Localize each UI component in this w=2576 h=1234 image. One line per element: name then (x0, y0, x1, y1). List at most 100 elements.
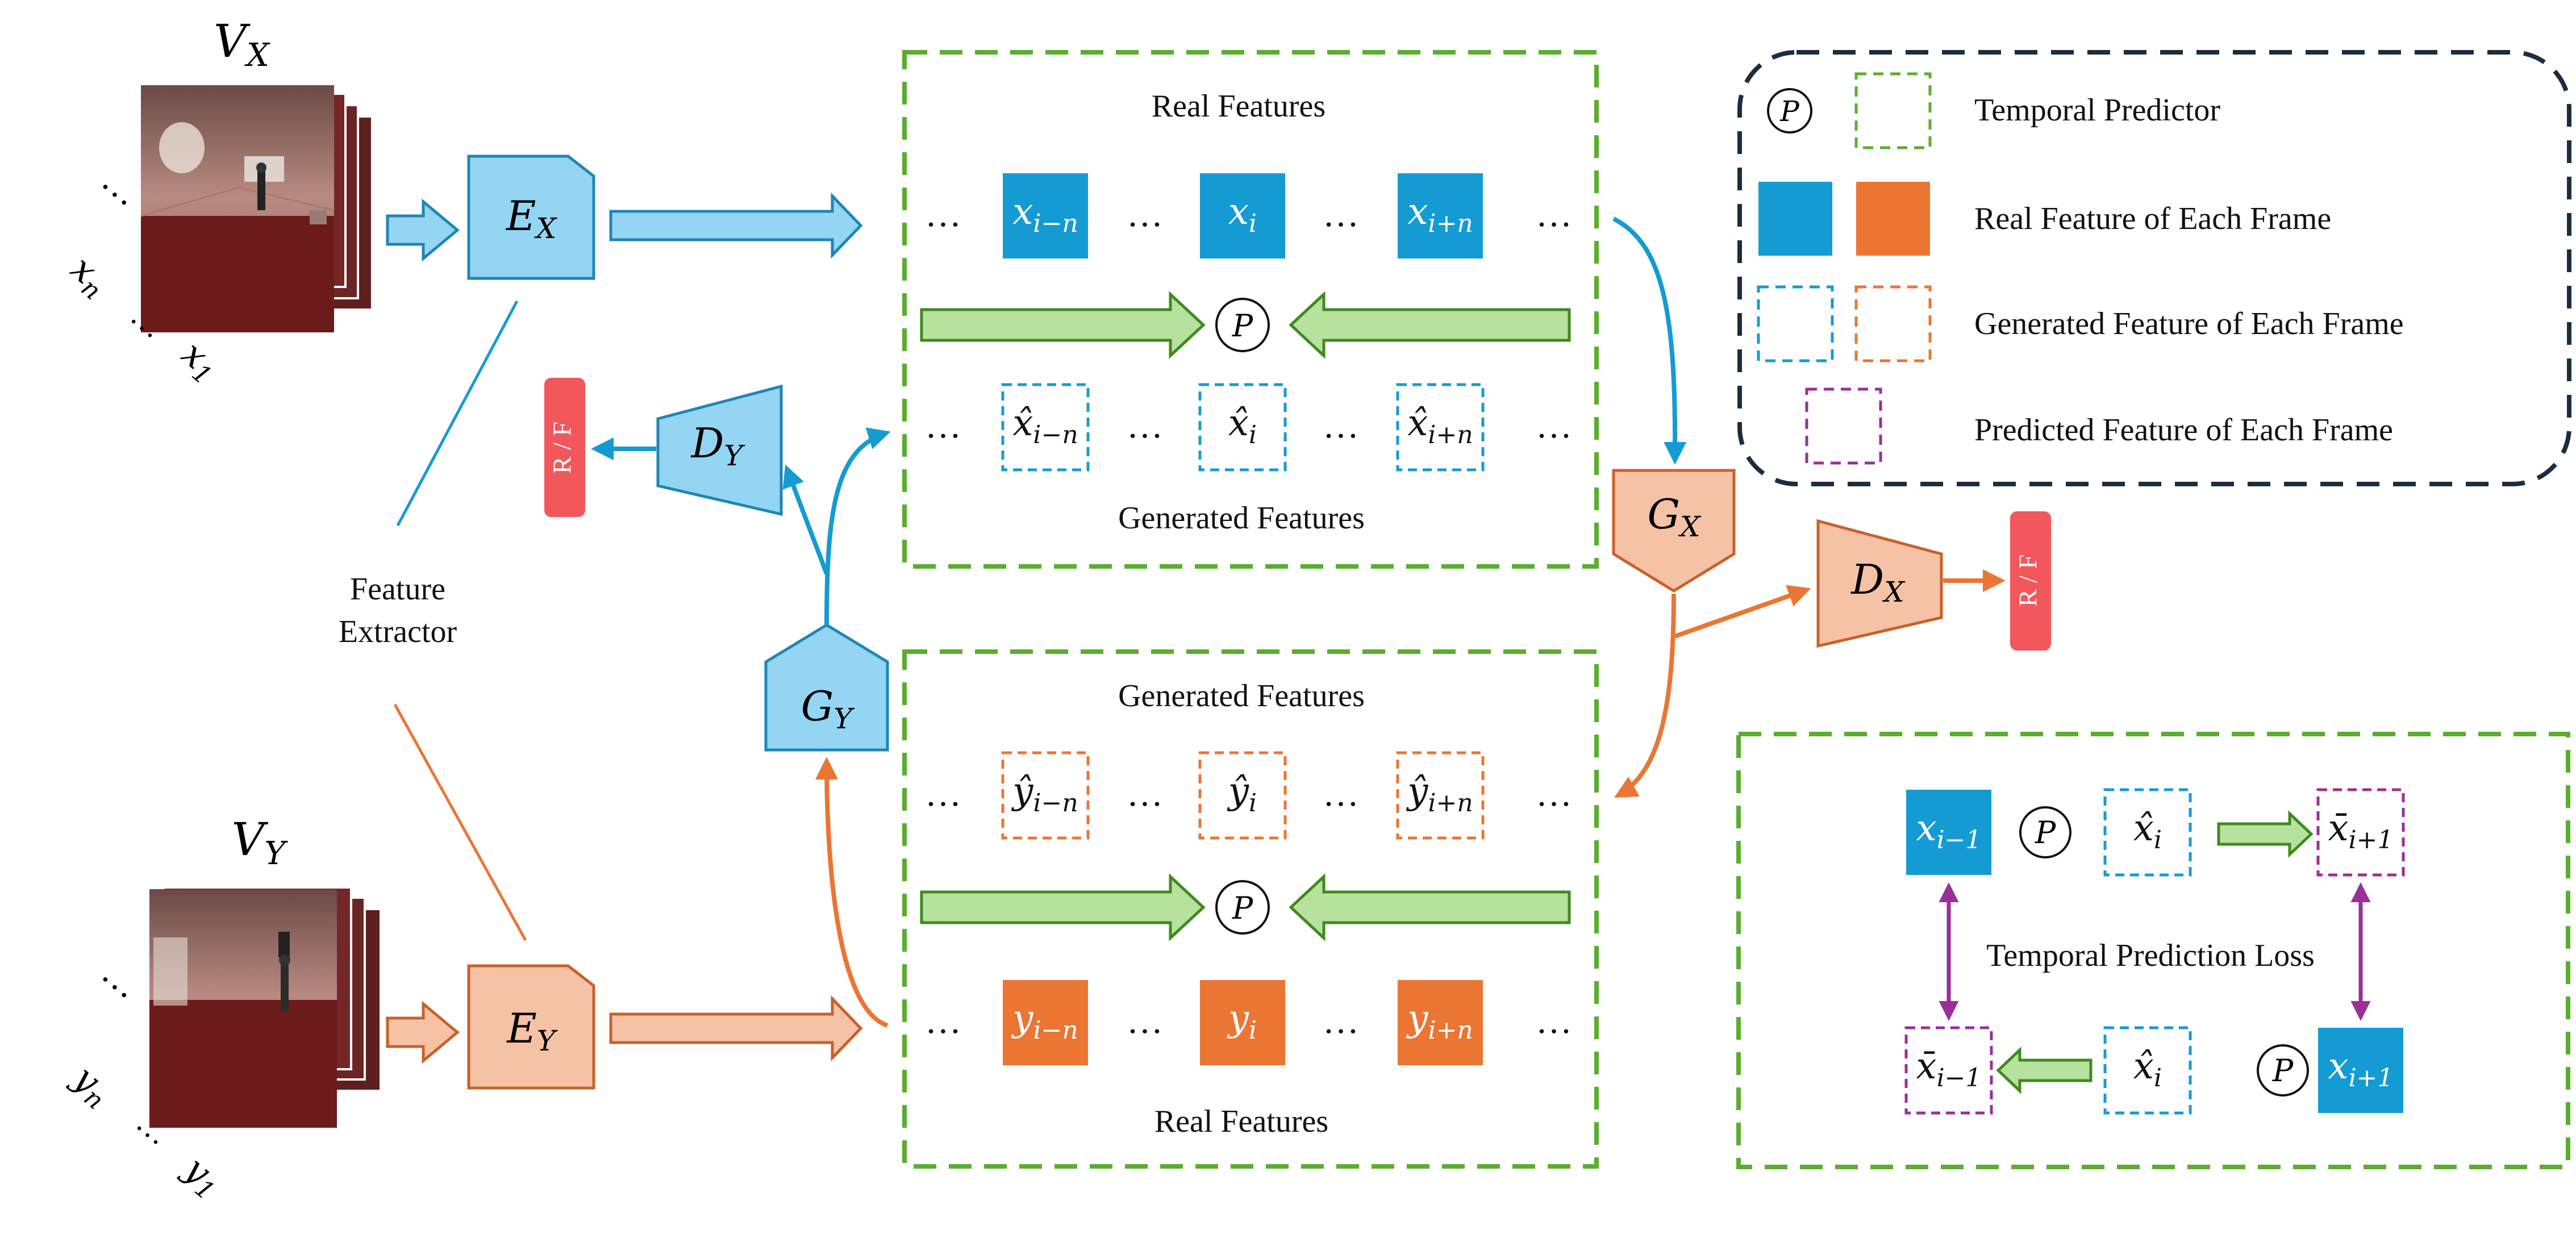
loss-predictor-label-2: P (2272, 1053, 2294, 1089)
legend-blue-dashed-box (1757, 285, 1834, 362)
ellipsis: … (925, 405, 961, 445)
arrow-ex-to-real-features (609, 192, 863, 259)
bottom-panel-title-generated: Generated Features (1118, 678, 1365, 714)
video-y-first-frame-label: y1 (173, 1147, 231, 1206)
top-panel-title-generated: Generated Features (1118, 501, 1365, 536)
feature-label: x̄i+1 (2328, 807, 2393, 854)
feature-label: x̂i−n (1012, 402, 1078, 449)
legend-item-3-label: Generated Feature of Each Frame (1974, 306, 2404, 341)
arrow-ey-to-real-features (609, 995, 863, 1062)
ellipsis: … (1536, 194, 1572, 234)
encoder-ey: EY (467, 964, 595, 1090)
encoder-ey-label: EY (506, 1004, 558, 1057)
real-feature-cell: xi−n (1003, 173, 1088, 259)
video-y-dots-top: … (94, 952, 148, 1007)
real-feature-cell: yi (1200, 980, 1285, 1065)
ellipsis: … (1323, 405, 1359, 445)
feature-label: xi−1 (1916, 807, 1981, 854)
discriminator-dx: DX (1816, 519, 1943, 648)
video-x: VX … xn … x1 (63, 15, 373, 391)
ellipsis: … (1127, 1000, 1163, 1041)
top-panel-title-real: Real Features (1152, 89, 1325, 124)
loss-panel-title: Temporal Prediction Loss (1986, 938, 2315, 973)
feature-extractor-line-blue (396, 300, 519, 527)
feature-label: yi+n (1406, 998, 1473, 1045)
loss-feature-cell: x̂i (2103, 1026, 2192, 1115)
ellipsis: … (1127, 773, 1163, 814)
generated-feature-cell: ŷi−n (1001, 751, 1090, 840)
real-feature-cell: xi (1200, 173, 1285, 259)
feature-label: ŷi+n (1406, 770, 1473, 818)
generated-feature-cell: x̂i (1198, 383, 1287, 472)
feature-label: x̂i+n (1407, 402, 1473, 449)
video-y-last-frame-label: yn (62, 1056, 120, 1115)
loss-predictor-label-1: P (2035, 815, 2057, 851)
feature-label: x̂i (2133, 1045, 2162, 1093)
legend-orange-solid-box (1856, 182, 1930, 256)
discriminator-dy: DY (656, 384, 783, 516)
legend-purple-dashed-box (1805, 387, 1882, 465)
loss-row-1: xi−1 x̂i x̄i+1 (1906, 788, 2405, 877)
ellipsis: … (1536, 773, 1572, 814)
feature-label: xi+1 (2328, 1045, 2393, 1093)
feature-label: x̂i (1228, 402, 1257, 449)
loss-feature-cell: xi+1 (2318, 1028, 2403, 1113)
generator-gy: GY (764, 623, 889, 752)
video-x-front-frame (140, 85, 335, 332)
loss-arrow-right (2217, 810, 2314, 858)
ellipsis: … (1127, 405, 1163, 445)
ellipsis: … (925, 1000, 961, 1041)
feature-label: ŷi−n (1011, 770, 1078, 818)
legend: P Temporal Predictor Real Feature of Eac… (1737, 50, 2571, 486)
generated-feature-cell: ŷi (1198, 751, 1287, 840)
legend-predictor-label: P (1779, 95, 1800, 128)
loss-feature-cell: x̂i (2103, 788, 2192, 877)
generated-feature-cell: x̂i−n (1001, 383, 1090, 472)
predictor-icon (1215, 298, 1270, 352)
video-x-frame-stack (140, 85, 373, 332)
feature-label: ŷi (1227, 770, 1257, 818)
top-predictor-row: P (920, 291, 1571, 359)
legend-predictor-icon (1767, 88, 1812, 134)
feature-label: xi (1228, 191, 1257, 238)
feature-extractor-label-line2: Extractor (339, 614, 457, 649)
bottom-feature-panel: Generated Features Real Features … … … … ŷi… (902, 649, 1599, 1169)
generated-feature-cell: ŷi+n (1396, 751, 1485, 840)
feature-extractor-line-orange (393, 703, 527, 941)
feature-label: x̄i−1 (1916, 1045, 1981, 1093)
loss-predictor-icon-1 (2019, 806, 2071, 858)
arrow-gx-to-dx (1674, 585, 1811, 639)
feature-label: xi−n (1012, 191, 1078, 238)
bottom-predictor-row: P (920, 873, 1571, 941)
video-x-dots-top: … (94, 160, 148, 214)
arrow-gx-to-bottom-generated (1614, 593, 1676, 798)
discriminator-dy-label: DY (690, 419, 745, 472)
predictor-label: P (1232, 890, 1254, 926)
arrow-video-x-to-ex (386, 198, 460, 262)
video-y: VY … yn … y1 (62, 813, 382, 1206)
loss-row-2: x̄i−1 x̂i xi+1 (1904, 1026, 2403, 1115)
video-y-front-frame (149, 889, 337, 1128)
ellipsis: … (1323, 1000, 1359, 1041)
real-feature-cell: yi+n (1398, 980, 1483, 1065)
feature-label: yi (1227, 998, 1257, 1045)
ellipsis: … (1323, 194, 1359, 234)
arrow-gy-to-top-generated (824, 427, 891, 626)
encoder-ex: EX (467, 155, 595, 280)
generator-gx: GX (1612, 469, 1736, 593)
arrow-gy-to-dy (782, 464, 829, 575)
loss-feature-cell: x̄i−1 (1904, 1026, 1993, 1115)
bottom-panel-title-real: Real Features (1154, 1104, 1328, 1139)
legend-green-dashed-box (1854, 72, 1932, 149)
badge-real-fake-x-label: R / F (2014, 555, 2043, 607)
ellipsis: … (925, 773, 961, 814)
arrow-video-y-to-ey (386, 1000, 460, 1064)
legend-item-1-label: Temporal Predictor (1974, 93, 2220, 128)
feature-label: x̂i (2133, 807, 2162, 854)
loss-predictor-icon-2 (2257, 1044, 2309, 1097)
video-x-first-frame-label: x1 (171, 332, 228, 391)
